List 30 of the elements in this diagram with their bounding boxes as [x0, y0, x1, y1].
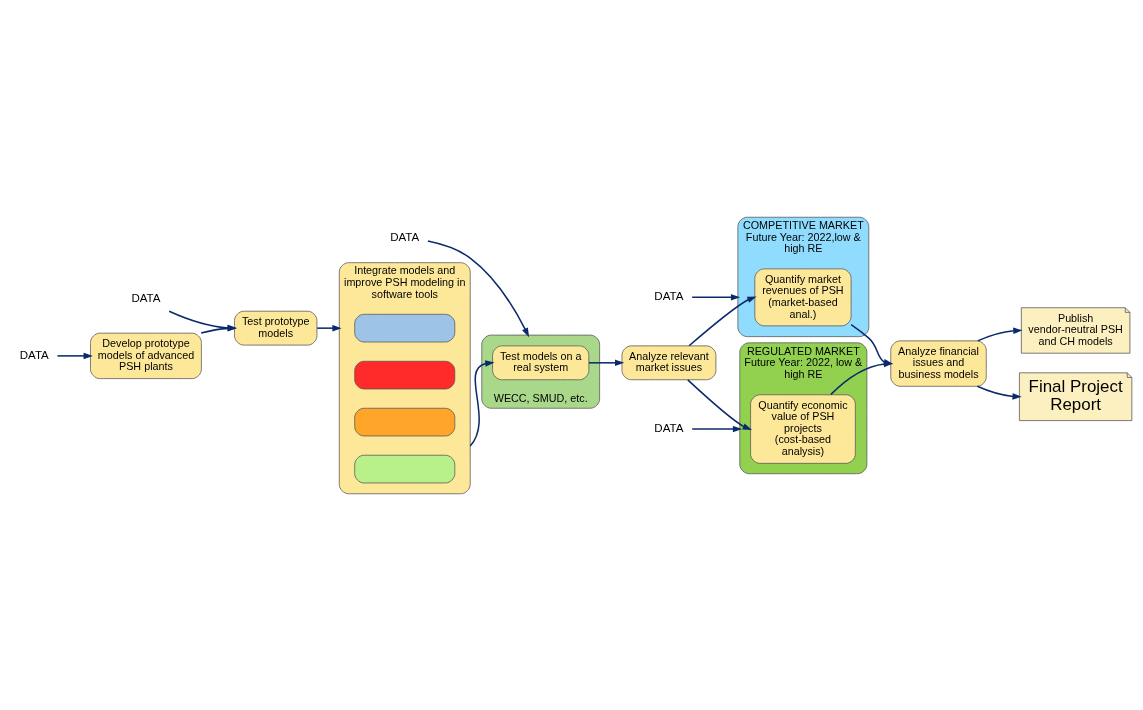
- arrow: [200, 324, 237, 334]
- node-box: Test models on a real system: [492, 345, 590, 380]
- node-box: Develop prototype models of advanced PSH plants: [90, 332, 202, 379]
- node-box: Analyze financial issues and business models: [890, 340, 987, 387]
- arrow: [469, 359, 495, 447]
- node-box: [354, 313, 456, 342]
- node-box: [354, 454, 456, 483]
- arrow: [691, 293, 741, 301]
- node-text: DATA: [654, 289, 684, 302]
- node-box: Test prototype models: [234, 310, 318, 345]
- arrow: [976, 385, 1022, 400]
- arrow: [56, 352, 93, 359]
- arrow: [688, 296, 757, 347]
- node-text: DATA: [654, 421, 684, 434]
- arrow: [316, 324, 342, 331]
- node-box: Analyze relevant market issues: [621, 345, 717, 380]
- node-text: DATA: [19, 348, 49, 361]
- node-text: DATA: [390, 230, 420, 243]
- arrow: [588, 359, 625, 366]
- arrow: [427, 239, 530, 337]
- arrow: [687, 378, 752, 430]
- node-text: DATA: [131, 291, 161, 304]
- arrow: [976, 327, 1023, 342]
- node-box: [354, 407, 456, 436]
- cluster: Integrate models and improve PSH modeling in software tools: [338, 261, 471, 494]
- arrow: [168, 310, 237, 331]
- node-box: Quantify market revenues of PSH (market-based anal.): [754, 267, 852, 326]
- node-box: [354, 360, 456, 389]
- arrow: [691, 425, 743, 432]
- node-box: Quantify economic value of PSH projects (cost-based analysis): [750, 393, 856, 464]
